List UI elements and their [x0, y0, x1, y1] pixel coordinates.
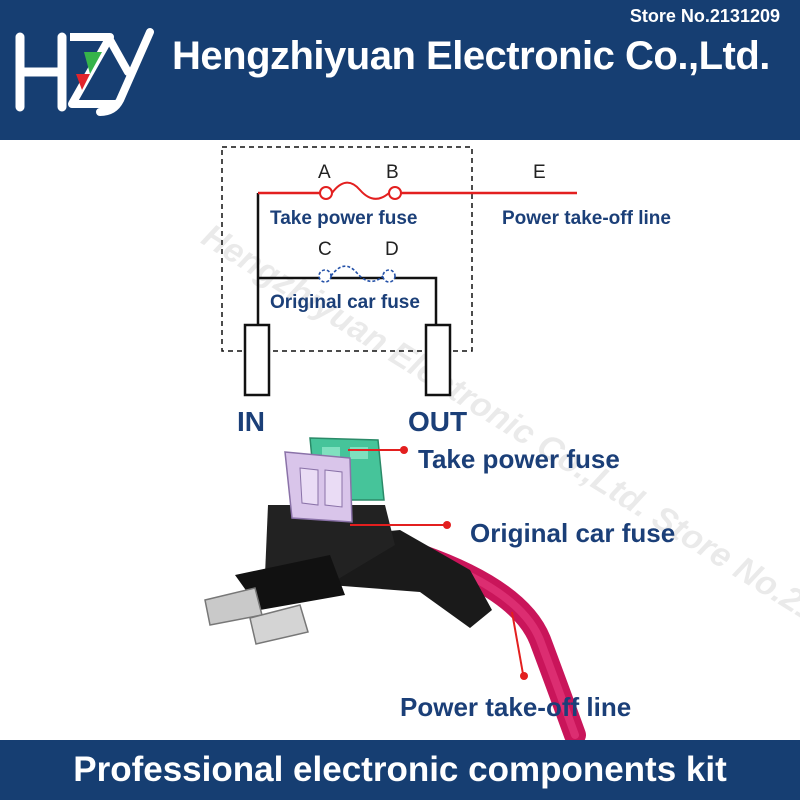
callout-take-power-fuse: Take power fuse — [418, 444, 620, 474]
bottom-wire — [258, 276, 438, 325]
callout-dot-original — [443, 521, 451, 529]
fuse-tap-product — [204, 437, 586, 746]
label-original-car-fuse: Original car fuse — [270, 292, 420, 313]
dotted-box — [221, 146, 473, 352]
header-banner: Store No.2131209 Hengzhiyuan Electronic … — [0, 0, 800, 140]
footer-banner: Professional electronic components kit — [0, 740, 800, 800]
callout-dot-take-power — [400, 446, 408, 454]
callout-line-power-line — [511, 611, 524, 675]
terminal-c — [318, 269, 332, 283]
terminal-d — [382, 269, 396, 283]
company-name: Hengzhiyuan Electronic Co.,Ltd. — [172, 34, 770, 78]
label-a: A — [318, 162, 331, 183]
metal-blade-right — [249, 604, 309, 645]
out-blade — [424, 323, 452, 397]
take-power-fuse-symbol — [331, 181, 390, 200]
store-number: Store No.2131209 — [629, 6, 780, 26]
callout-dot-power-line — [520, 672, 528, 680]
label-in: IN — [237, 406, 265, 437]
footer-slogan: Professional electronic components kit — [73, 750, 727, 789]
company-logo — [15, 28, 154, 116]
label-take-power-fuse: Take power fuse — [270, 208, 417, 229]
terminal-a — [319, 186, 333, 200]
terminal-b — [388, 186, 402, 200]
label-d: D — [385, 239, 399, 260]
in-blade — [243, 323, 271, 397]
callout-original-car-fuse: Original car fuse — [470, 518, 675, 548]
holder-base — [235, 555, 345, 610]
label-b: B — [386, 162, 399, 183]
label-e: E — [533, 162, 546, 183]
original-fuse-symbol — [330, 265, 384, 283]
label-power-take-off-line: Power take-off line — [502, 208, 671, 229]
callout-power-take-off-line: Power take-off line — [400, 692, 631, 722]
label-c: C — [318, 239, 332, 260]
label-out: OUT — [408, 406, 467, 437]
